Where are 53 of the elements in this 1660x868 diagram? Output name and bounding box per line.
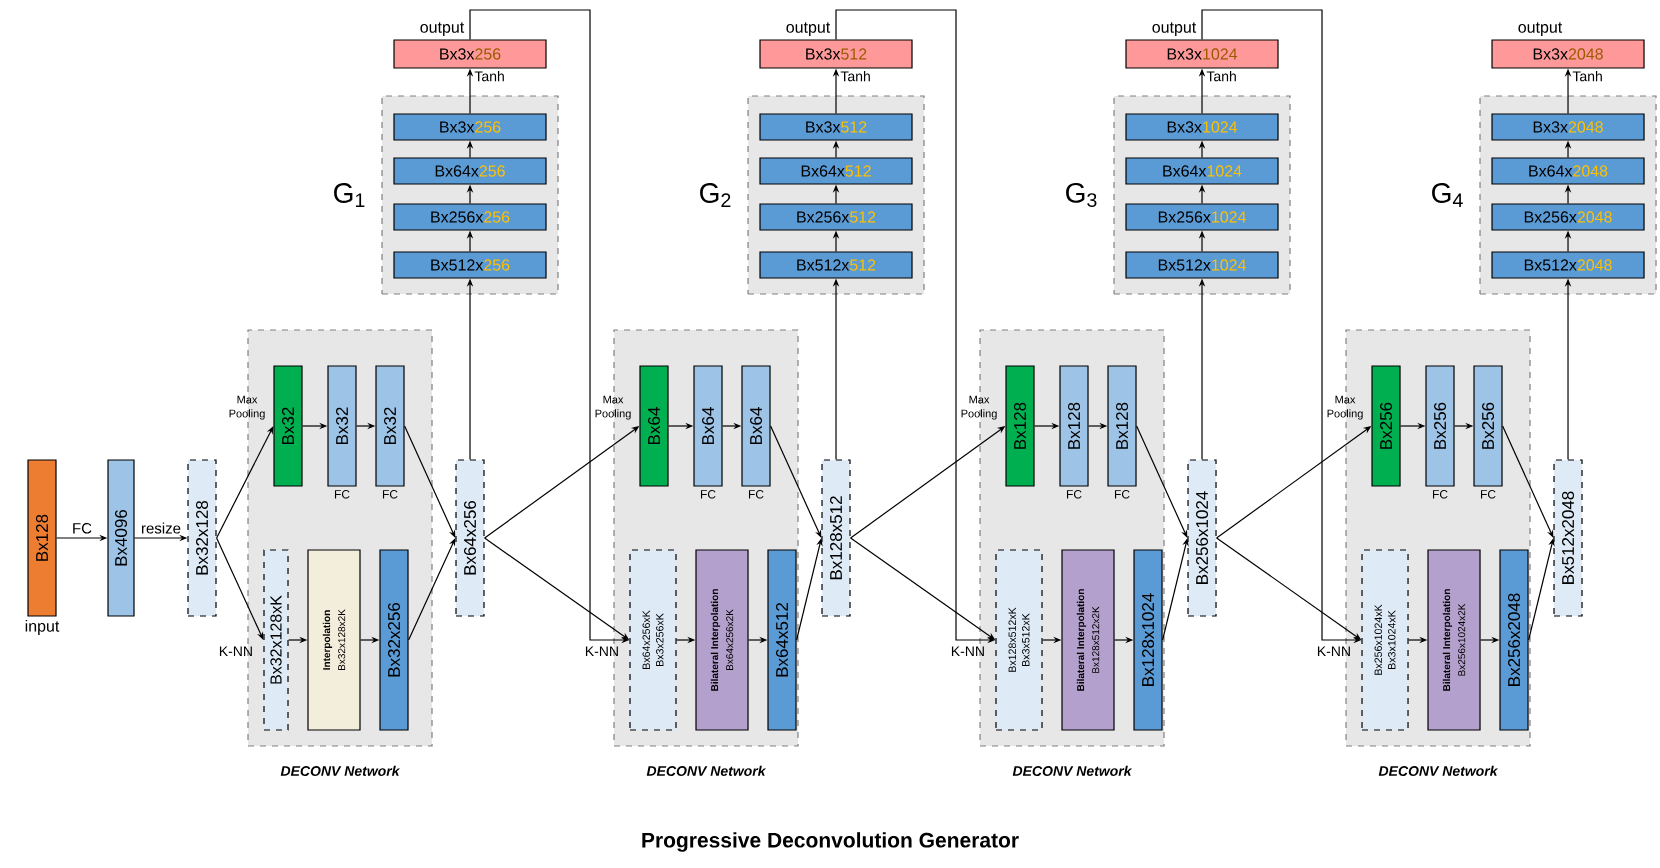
dashed-box: Bx128x512 bbox=[821, 459, 851, 617]
arrow bbox=[1136, 425, 1188, 538]
arrow bbox=[216, 537, 264, 640]
dashed-box: Bx512x2048 bbox=[1553, 459, 1583, 617]
panel-title: G$_{3}$ bbox=[1066, 182, 1097, 208]
node-caption: output bbox=[786, 22, 831, 36]
arrow bbox=[216, 426, 274, 539]
layer-box: Bx64x512 bbox=[759, 157, 913, 185]
dashed-box: Bx32x128 bbox=[187, 459, 217, 617]
node-caption: input bbox=[25, 620, 60, 635]
layer-box: Bx64x2048 bbox=[1491, 157, 1645, 185]
layer-box: Bx4096 bbox=[107, 459, 135, 617]
layer-box: Bx256x1024 bbox=[1125, 203, 1279, 231]
arrow bbox=[408, 538, 456, 641]
layer-box: Bx64 bbox=[639, 365, 669, 487]
layer-box: Bx256 bbox=[1371, 365, 1401, 487]
layer-box: Bx512x512 bbox=[759, 251, 913, 279]
arrow bbox=[770, 425, 822, 538]
node-caption: output bbox=[1152, 22, 1197, 36]
layer-box: Bx256x256 bbox=[393, 203, 547, 231]
output-box: Bx3x256 output bbox=[393, 22, 547, 69]
layer-box: Bx256x512 bbox=[759, 203, 913, 231]
arrow bbox=[404, 425, 456, 538]
diagram-title: Progressive Deconvolution Generator bbox=[642, 832, 1019, 852]
layer-box: Bx64x512 bbox=[767, 549, 797, 731]
output-box: Bx3x1024 output bbox=[1125, 22, 1279, 69]
layer-box: Bx128x1024 bbox=[1133, 549, 1163, 731]
output-box: Bx3x2048 output bbox=[1491, 22, 1645, 69]
layer-box: Bx128 input bbox=[25, 459, 60, 635]
layer-box: Bx3x1024 bbox=[1125, 113, 1279, 141]
dashed-box: Bx256x1024 bbox=[1187, 459, 1217, 617]
layer-box: Bx32 bbox=[273, 365, 303, 487]
panel-title: G$_{2}$ bbox=[700, 183, 731, 207]
layer-box: Bx32x256 bbox=[379, 549, 409, 731]
arrow bbox=[1502, 425, 1554, 538]
layer-box: Bx256x2048 bbox=[1491, 203, 1645, 231]
layer-box: Bx256x2048 bbox=[1499, 549, 1529, 731]
node-caption: output bbox=[420, 22, 465, 36]
dashed-box: Bx32x128xK bbox=[263, 549, 289, 731]
layer-box: Bx512x2048 bbox=[1491, 251, 1645, 279]
layer-box: Bx3x2048 bbox=[1491, 113, 1645, 141]
layer-box: Bx3x256 bbox=[393, 113, 547, 141]
panel-title: G$_{4}$ bbox=[1432, 183, 1463, 207]
layer-box: Bx512x1024 bbox=[1125, 251, 1279, 279]
layer-box: Bx3x512 bbox=[759, 113, 913, 141]
layer-box: Bx64x256 bbox=[393, 157, 547, 185]
dashed-box: Bx64x256 bbox=[455, 459, 485, 617]
output-box: Bx3x512 output bbox=[759, 22, 913, 69]
layer-box: Bx64x1024 bbox=[1125, 157, 1279, 185]
layer-box: Bx128 bbox=[1005, 365, 1035, 487]
node-caption: output bbox=[1518, 22, 1563, 36]
layer-box: Bx512x256 bbox=[393, 251, 547, 279]
panel-title: G$_{1}$ bbox=[334, 183, 365, 207]
